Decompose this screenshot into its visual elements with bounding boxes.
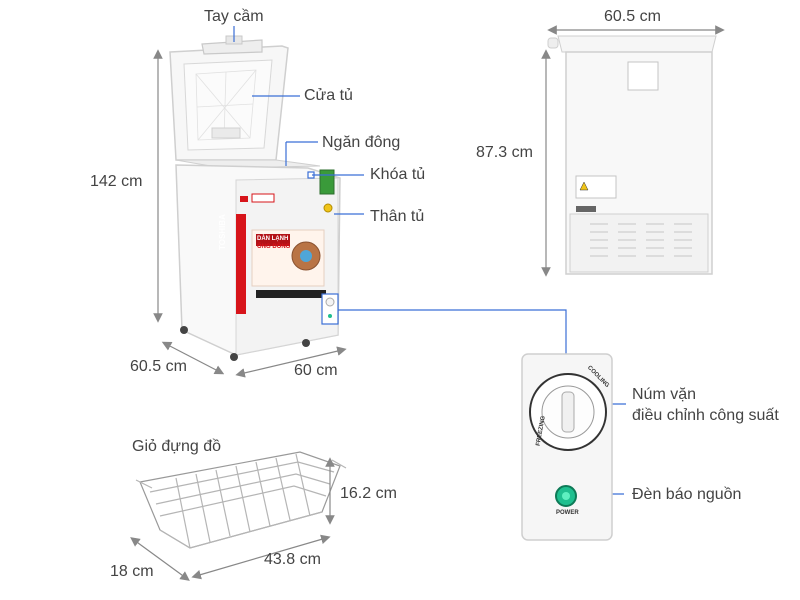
label-width-front: 60 cm [294, 362, 338, 379]
front-dimension-lines [153, 49, 347, 378]
control-panel-zoom [521, 353, 613, 541]
label-knob-line1: Núm vặn [632, 386, 697, 403]
label-handle: Tay cầm [204, 8, 264, 25]
label-back-height: 87.3 cm [476, 144, 533, 161]
label-body: Thân tủ [370, 208, 425, 225]
label-basket: Giỏ đựng đồ [132, 438, 221, 455]
brand-stripe [236, 214, 246, 314]
label-door: Cửa tủ [304, 87, 353, 104]
label-back-width: 60.5 cm [604, 8, 661, 25]
promo-line-2: ỐNG ĐỒNG [257, 244, 291, 250]
label-basket-width: 43.8 cm [264, 551, 321, 568]
label-depth-front: 60.5 cm [130, 358, 187, 375]
freezer-back-view [547, 35, 717, 275]
label-freezer: Ngăn đông [322, 134, 401, 151]
energy-label [319, 169, 335, 195]
brand-name: TOSHIBA [218, 214, 227, 250]
back-dimension-lines [541, 25, 725, 277]
label-lock: Khóa tủ [370, 166, 426, 183]
label-height: 142 cm [90, 173, 143, 190]
label-knob-line2: điều chỉnh công suất [632, 407, 779, 424]
basket-dimension-lines [130, 457, 335, 581]
label-basket-depth: 18 cm [110, 563, 154, 580]
promo-line-1: DÀN LẠNH [257, 236, 289, 242]
storage-basket-drawing [135, 451, 347, 549]
label-basket-height: 16.2 cm [340, 485, 397, 502]
label-power-light: Đèn báo nguồn [632, 486, 742, 503]
freezer-front-view [169, 35, 341, 361]
panel-power-text: POWER [556, 510, 579, 516]
